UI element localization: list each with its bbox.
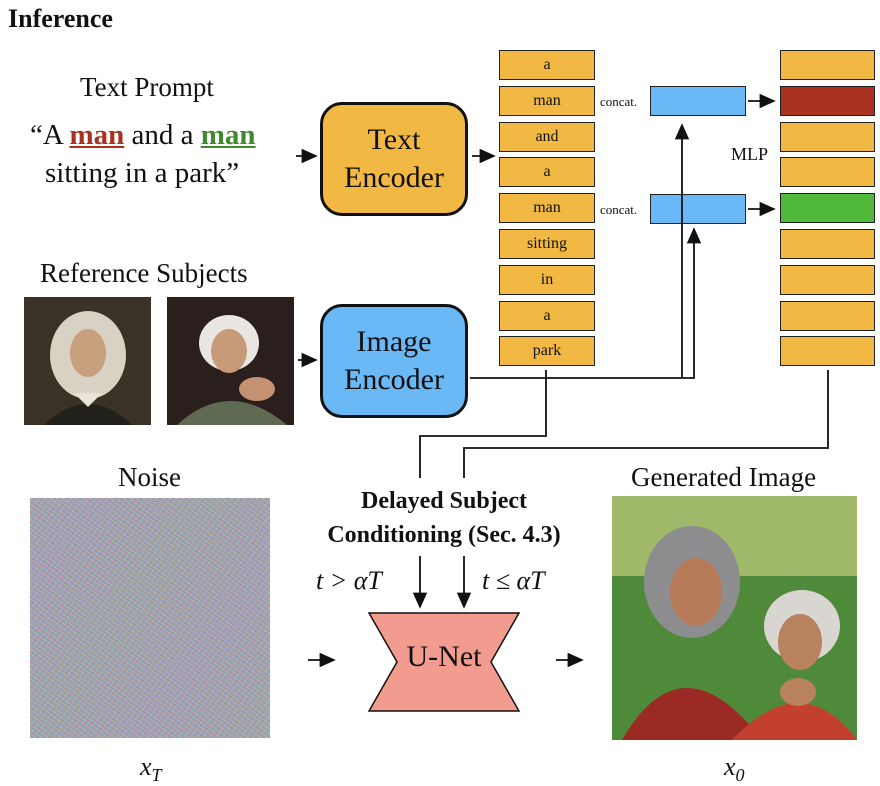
token-1: man xyxy=(499,85,595,116)
newton-portrait-image xyxy=(24,297,151,425)
cond-early: t > αT xyxy=(316,566,382,595)
output-token-2 xyxy=(780,121,875,152)
text-prompt: “A man and a man sitting in a park” xyxy=(30,119,256,189)
generated-image-label: Generated Image xyxy=(631,462,817,492)
mlp-label: MLP xyxy=(731,144,769,164)
output-token-1 xyxy=(780,85,875,116)
einstein-portrait-image xyxy=(167,297,294,425)
concat-mlp-box-1 xyxy=(650,86,746,116)
subject-word-1: man xyxy=(69,119,125,151)
line-output-to-late xyxy=(463,370,829,478)
token-8: park xyxy=(499,336,595,367)
section-title: Inference xyxy=(8,4,113,33)
noise-image xyxy=(30,498,270,738)
output-token-3 xyxy=(780,157,875,188)
arrow-image-to-concat-2 xyxy=(470,227,702,379)
line-tokens-to-early xyxy=(419,370,547,478)
concat-label-1: concat. xyxy=(600,94,638,109)
output-token-4 xyxy=(780,193,875,224)
text-prompt-label: Text Prompt xyxy=(80,72,214,102)
noise-variable: xT xyxy=(140,752,162,786)
token-3: a xyxy=(499,157,595,188)
noise-label: Noise xyxy=(118,462,181,492)
unet-block xyxy=(368,612,520,712)
generated-variable: x0 xyxy=(724,752,745,786)
token-5: sitting xyxy=(499,229,595,259)
unet-label: U-Net xyxy=(406,640,482,673)
concat-mlp-box-2 xyxy=(650,194,746,224)
output-token-0 xyxy=(780,50,875,80)
generated-image xyxy=(612,496,857,740)
reference-subjects-label: Reference Subjects xyxy=(40,258,248,288)
cond-late: t ≤ αT xyxy=(482,566,545,595)
token-0: a xyxy=(499,50,595,80)
token-2: and xyxy=(499,121,595,152)
output-token-5 xyxy=(780,229,875,259)
concat-label-2: concat. xyxy=(600,202,638,217)
output-token-7 xyxy=(780,300,875,331)
output-token-6 xyxy=(780,264,875,295)
token-4: man xyxy=(499,193,595,224)
subject-word-2: man xyxy=(200,119,256,151)
output-token-8 xyxy=(780,336,875,367)
token-6: in xyxy=(499,264,595,295)
token-7: a xyxy=(499,300,595,331)
